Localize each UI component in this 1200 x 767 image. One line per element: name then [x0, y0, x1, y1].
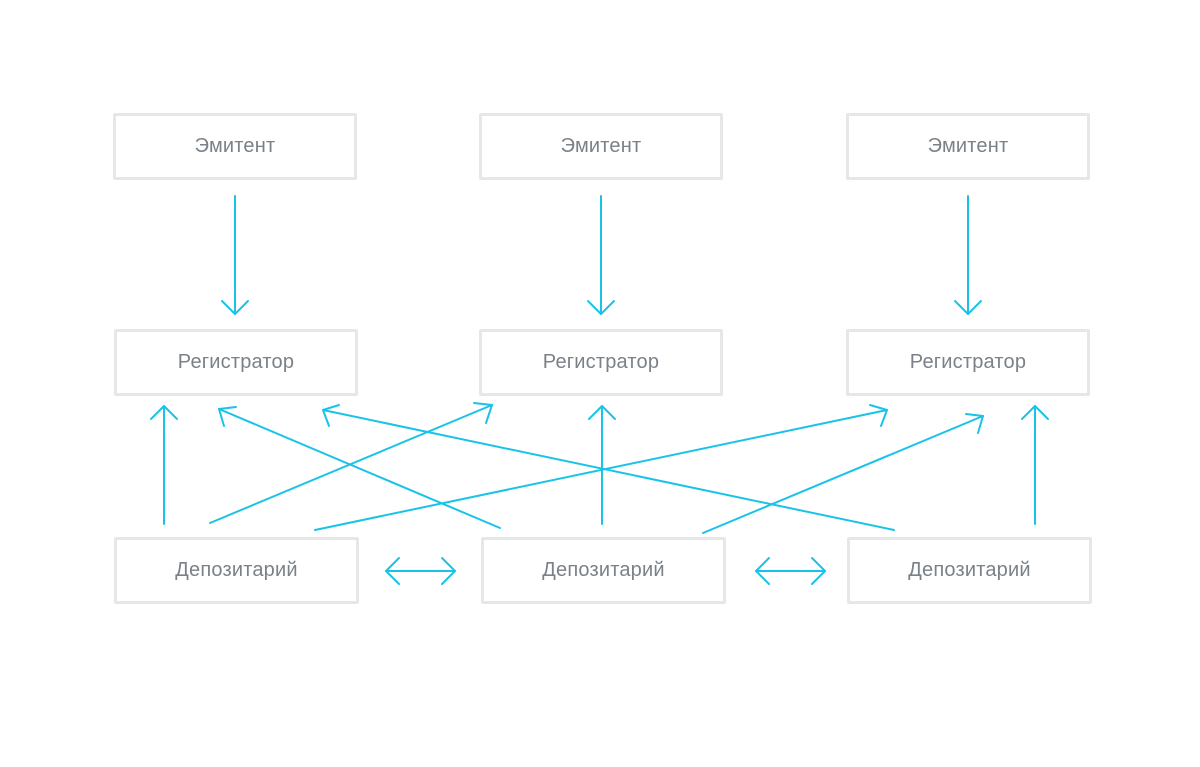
arrow-issuer1-to-registrar1: [221, 195, 249, 315]
depository-box-3: Депозитарий: [847, 537, 1092, 604]
arrow-depository3-to-registrar1: [322, 404, 895, 531]
registrar-box-1: Регистратор: [114, 329, 358, 396]
issuer-label-1: Эмитент: [194, 135, 276, 157]
depository-box-2: Депозитарий: [481, 537, 726, 604]
arrow-issuer2-to-registrar2: [587, 195, 615, 315]
depository-box-1: Депозитарий: [114, 537, 359, 604]
registrar-label-1: Регистратор: [177, 351, 295, 373]
arrow-depository1-to-registrar2: [209, 402, 493, 524]
issuer-box-1: Эмитент: [113, 113, 357, 180]
issuer-label-2: Эмитент: [560, 135, 642, 157]
issuer-box-3: Эмитент: [846, 113, 1090, 180]
issuer-box-2: Эмитент: [479, 113, 723, 180]
registrar-label-2: Регистратор: [542, 351, 660, 373]
arrow-depository1-depository2: [385, 557, 456, 585]
registrar-label-3: Регистратор: [909, 351, 1027, 373]
arrow-depository3-to-registrar3: [1021, 405, 1049, 525]
issuer-label-3: Эмитент: [927, 135, 1009, 157]
registrar-box-2: Регистратор: [479, 329, 723, 396]
arrow-depository1-to-registrar3: [314, 404, 888, 531]
arrow-depository2-to-registrar2: [588, 405, 616, 525]
arrow-depository2-to-registrar1: [218, 406, 501, 529]
depository-label-1: Депозитарий: [175, 559, 298, 581]
arrow-issuer3-to-registrar3: [954, 195, 982, 315]
depository-label-3: Депозитарий: [908, 559, 1031, 581]
depository-label-2: Депозитарий: [542, 559, 665, 581]
arrow-depository1-to-registrar1: [150, 405, 178, 525]
arrow-depository2-depository3: [755, 557, 826, 585]
arrow-depository2-to-registrar3: [702, 413, 984, 534]
registrar-box-3: Регистратор: [846, 329, 1090, 396]
